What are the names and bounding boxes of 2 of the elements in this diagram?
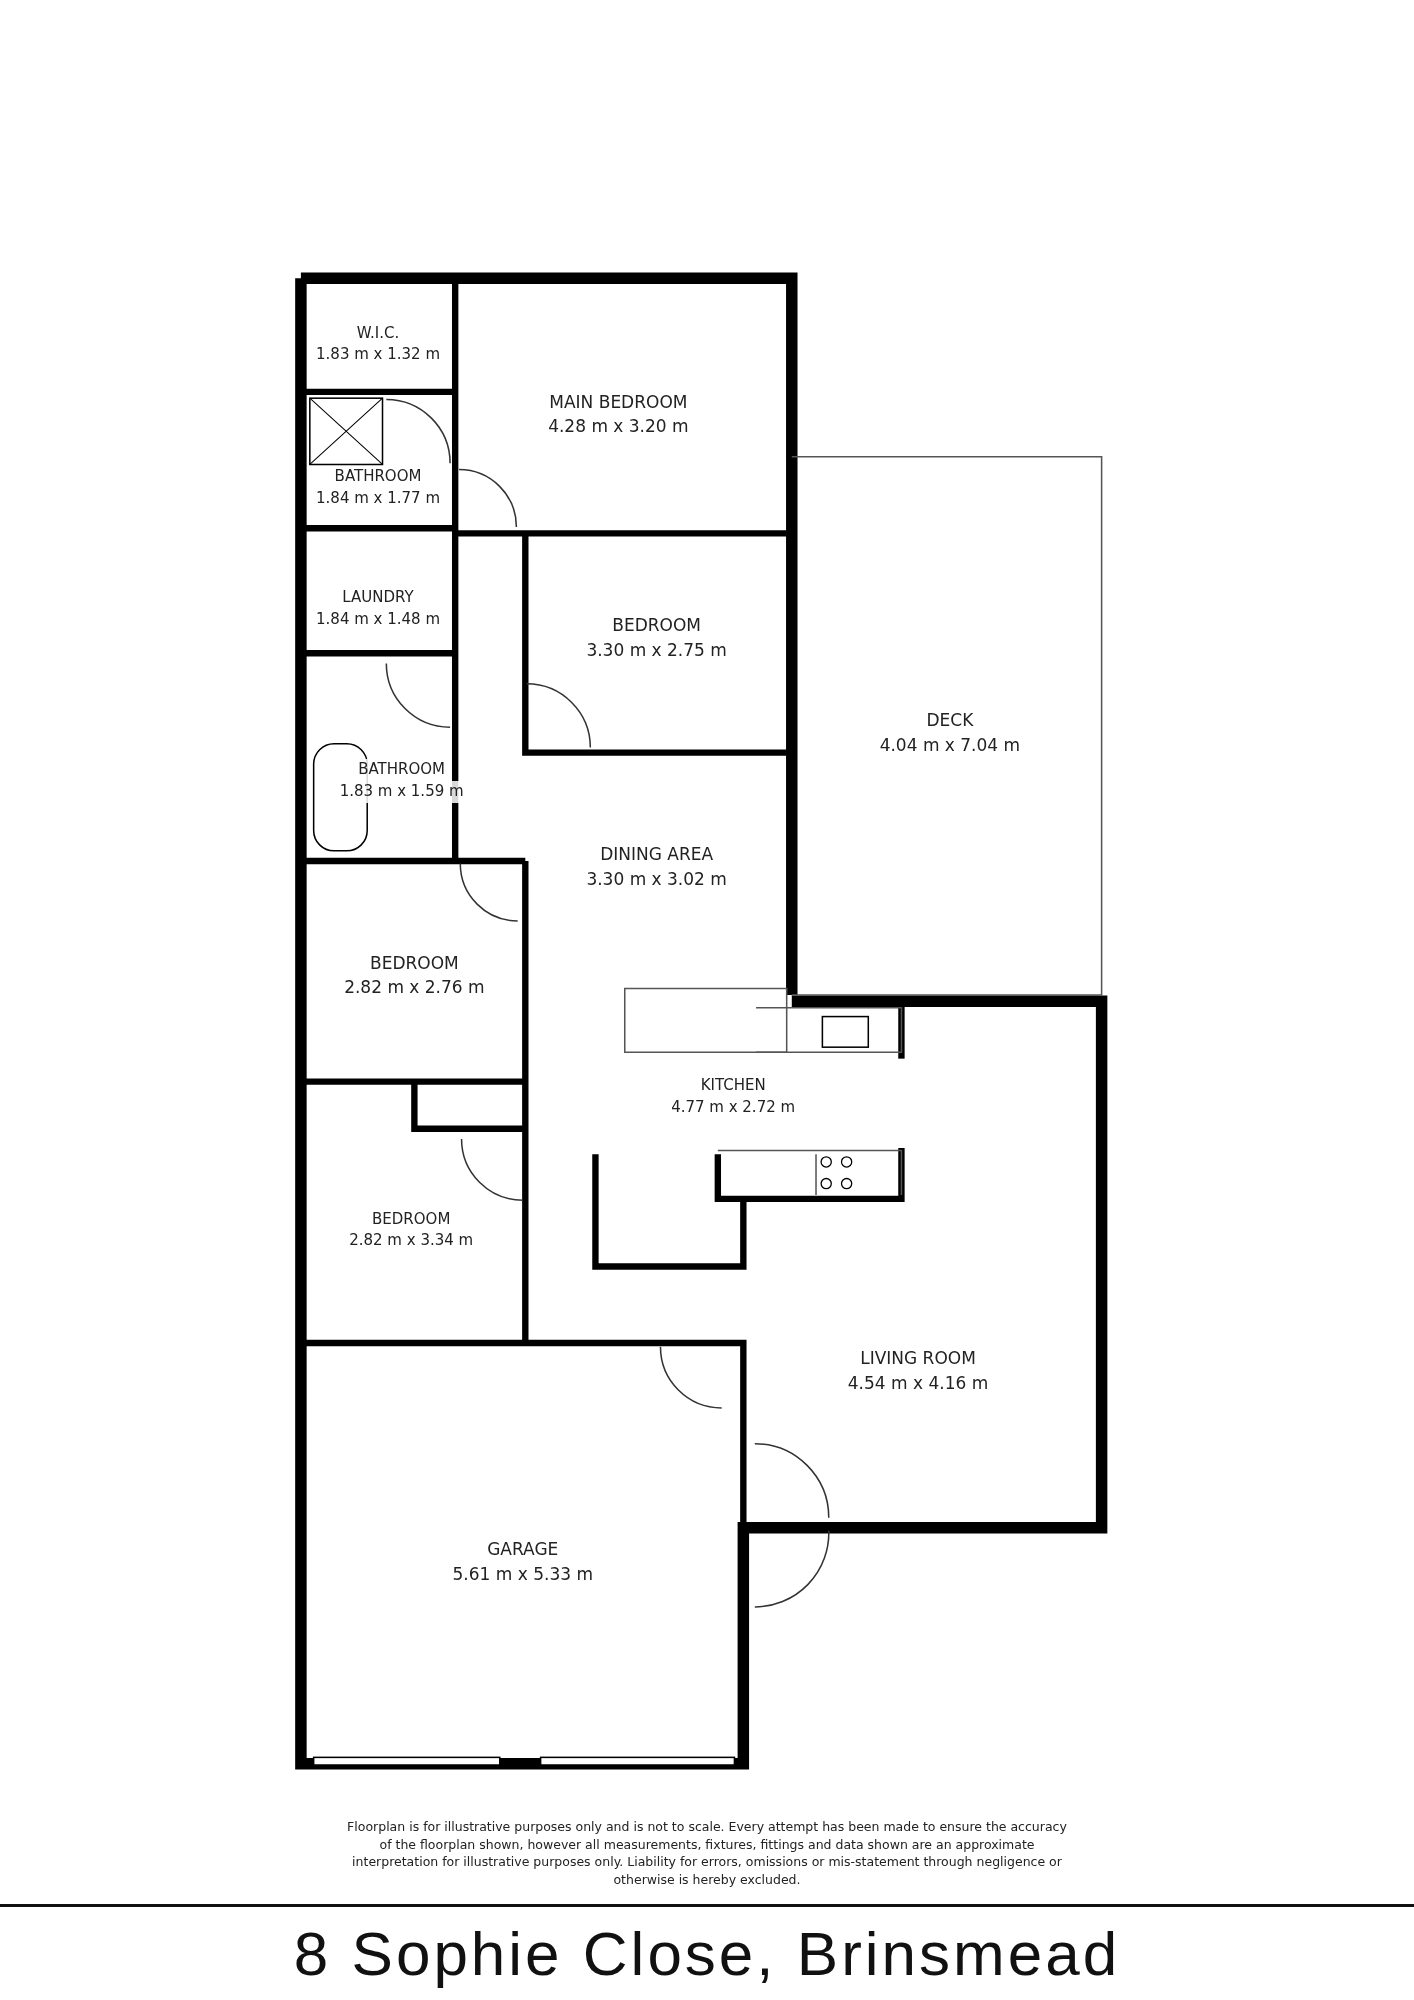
disclaimer-note: Floorplan is for illustrative purposes only and is not to scale. Every attempt has been made to ensure the accuracy of the floorplan shown, however all measurements, fixtures, fittings and data shown are an approximate interpretation for illustrative purposes only. Liability for errors, omissions or mis-statement through negligence or otherwise is hereby excluded. [346, 1818, 1068, 1888]
address-title: 8 Sophie Close, Brinsmead [292, 1918, 1122, 1989]
